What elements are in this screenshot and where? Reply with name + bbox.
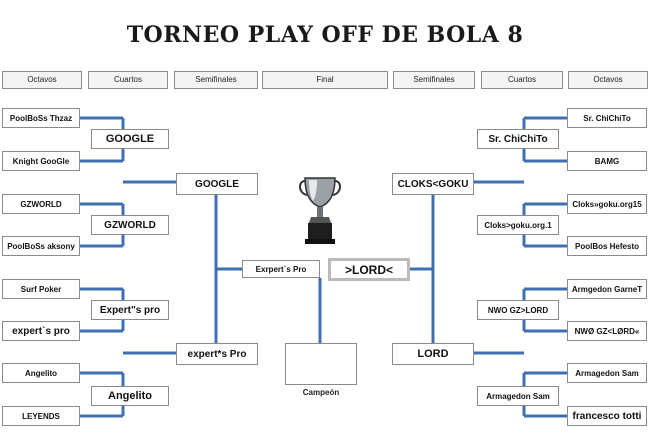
right-semifinal-1: CLOKS<GOKU: [392, 173, 474, 195]
page-title: TORNEO PLAY OFF DE BOLA 8: [126, 22, 524, 48]
right-octavos-2: BAMG: [567, 151, 647, 171]
right-octavos-7: Armagedon Sam: [567, 363, 647, 383]
trophy-icon: [299, 177, 341, 244]
round-header-octavos-right: Octavos: [568, 71, 648, 89]
right-octavos-4: PoolBos Hefesto: [567, 236, 647, 256]
left-octavos-8: LEYENDS: [2, 406, 80, 426]
round-header-semifinales-right: Semifinales: [393, 71, 475, 89]
right-semifinal-2: LORD: [392, 343, 474, 365]
right-octavos-1: Sr. ChiChiTo: [567, 108, 647, 128]
right-cuartos-1: Sr. ChiChiTo: [477, 129, 559, 149]
round-header-octavos-left: Octavos: [2, 71, 82, 89]
champion-box: [285, 343, 357, 385]
final-right: >LORD<: [328, 258, 410, 281]
left-semifinal-2: expert*s Pro: [176, 343, 258, 365]
left-cuartos-2: GZWORLD: [91, 215, 169, 235]
champion-label: Campeón: [302, 388, 340, 397]
left-cuartos-3: Expert"s pro: [91, 300, 169, 320]
left-octavos-5: Surf Poker: [2, 279, 80, 299]
round-header-final: Final: [262, 71, 388, 89]
right-octavos-5: Armgedon GarneT: [567, 279, 647, 299]
left-semifinal-1: GOOGLE: [176, 173, 258, 195]
right-octavos-6: NWØ GZ<LØRD«: [567, 321, 647, 341]
right-octavos-8: francesco totti: [567, 406, 647, 426]
final-left: Exrpert`s Pro: [242, 260, 320, 278]
left-cuartos-1: GOOGLE: [91, 129, 169, 149]
round-header-cuartos-right: Cuartos: [481, 71, 563, 89]
left-octavos-7: Angelito: [2, 363, 80, 383]
left-octavos-1: PoolBoSs Thzaz: [2, 108, 80, 128]
right-cuartos-3: NWO GZ>LORD: [477, 300, 559, 320]
left-octavos-6: expert`s pro: [2, 321, 80, 341]
right-cuartos-4: Armagedon Sam: [477, 386, 559, 406]
round-header-semifinales-left: Semifinales: [174, 71, 258, 89]
round-header-cuartos-left: Cuartos: [88, 71, 168, 89]
left-cuartos-4: Angelito: [91, 386, 169, 406]
left-octavos-2: Knight GooGle: [2, 151, 80, 171]
left-octavos-3: GZWORLD: [2, 194, 80, 214]
left-octavos-4: PoolBoSs aksony: [2, 236, 80, 256]
right-cuartos-2: Cloks>goku.org.1: [477, 215, 559, 235]
right-octavos-3: Cloks»goku.org15: [567, 194, 647, 214]
